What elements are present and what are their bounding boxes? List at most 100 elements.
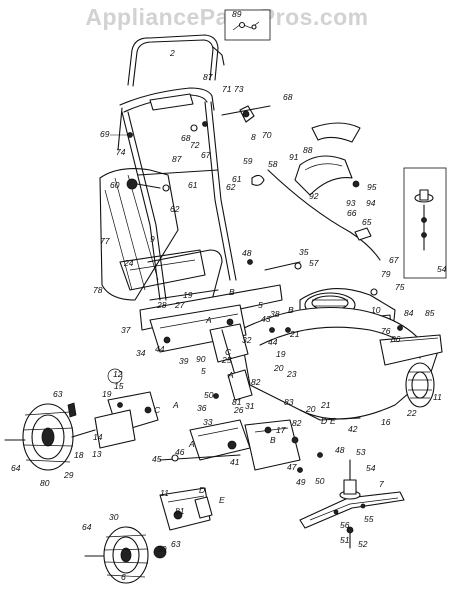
part-label: 58 [268,159,278,169]
part-label: A [227,370,234,380]
part-label: 48 [242,248,252,258]
part-label: 57 [309,258,319,268]
part-label: 21 [289,329,300,339]
part-label: 14 [93,432,103,442]
part-label: 42 [348,424,358,434]
part-label: 44 [155,344,165,354]
part-label: 45 [152,454,162,464]
part-label: 25 [221,355,232,365]
part-label: 49 [296,477,306,487]
part-label: 92 [309,191,319,201]
rear-wheel-right [405,362,435,408]
part-label: 51 [340,535,350,545]
part-label: 61 [188,180,198,190]
part-label: 71 [222,84,232,94]
part-label: 66 [347,208,357,218]
part-label: 87 [172,154,182,164]
part-label: 23 [286,369,297,379]
part-label: 29 [63,470,74,480]
part-label: 11 [433,392,442,402]
part-label: 89 [232,9,242,19]
part-label: 83 [284,397,294,407]
part-label: A [188,439,195,449]
part-label: 59 [243,156,253,166]
part-label: 72 [190,140,200,150]
part-label: 26 [233,405,244,415]
part-label: 73 [234,84,244,94]
part-label: 17 [276,425,286,435]
part-label: 88 [303,145,313,155]
part-label: A [172,400,179,410]
part-label: D [199,485,205,495]
part-89-inset [224,9,271,41]
part-label: 74 [116,147,126,157]
part-label: 19 [102,389,112,399]
part-label: 16 [381,417,391,427]
part-label: 84 [404,308,414,318]
part-label: 81 [232,397,242,407]
part-label: 27 [174,300,185,310]
handle-hardware [110,105,271,192]
front-axle-plate [244,419,303,473]
part-label: 63 [53,389,63,399]
part-label: 24 [123,258,134,268]
mower-deck [239,306,443,421]
part-label: 78 [93,285,103,295]
part-label: 10 [371,305,381,315]
part-label: 69 [100,129,110,139]
part-label: 63 [171,539,181,549]
part-label: B [288,305,294,315]
part-label: 56 [340,520,350,530]
part-label: 53 [356,447,366,457]
part-label: 64 [82,522,92,532]
misc-fasteners [213,259,403,458]
lower-handle [121,101,237,301]
part-label: 46 [175,447,185,457]
part-label: 95 [367,182,377,192]
part-54-inset [403,167,447,279]
part-label: 81 [175,506,185,516]
part-label: B [229,287,235,297]
part-label: 9 [150,234,155,244]
part-label: 79 [381,269,391,279]
cutting-blade [299,459,405,549]
height-adjuster-front [149,304,253,401]
rear-axle-bracket [94,368,159,449]
part-label: D [321,416,327,426]
part-label: 61 [232,174,242,184]
part-label: 2 [169,48,175,58]
part-label: 48 [335,445,345,455]
front-wheel-bracket [159,487,213,531]
part-label: 68 [181,133,191,143]
part-label: 32 [242,335,252,345]
part-label: 94 [366,198,376,208]
part-label: 75 [395,282,405,292]
part-label: 82 [292,418,302,428]
part-label: 30 [157,544,167,554]
part-label: 38 [270,309,280,319]
part-label: 34 [136,348,146,358]
part-label: 62 [170,204,180,214]
part-label: 67 [389,255,399,265]
part-label: 90 [196,354,206,364]
part-label: 41 [230,457,240,467]
part-label: 37 [121,325,131,335]
part-label: 65 [362,217,372,227]
part-label: 11 [160,488,169,498]
part-label: 44 [268,337,278,347]
part-label: 18 [74,450,84,460]
front-wheel [84,526,167,584]
part-label: 47 [287,462,297,472]
part-label: 91 [289,152,299,162]
part-label: 70 [262,130,272,140]
part-label: 12 [113,369,123,379]
throttle-cable [267,169,381,261]
part-label: 35 [299,247,309,257]
part-label: 5 [258,300,263,310]
grass-bag [99,168,206,301]
part-label: 8 [251,132,256,142]
part-label: 19 [276,349,286,359]
part-label: 67 [201,150,211,160]
part-label: 7 [379,479,384,489]
